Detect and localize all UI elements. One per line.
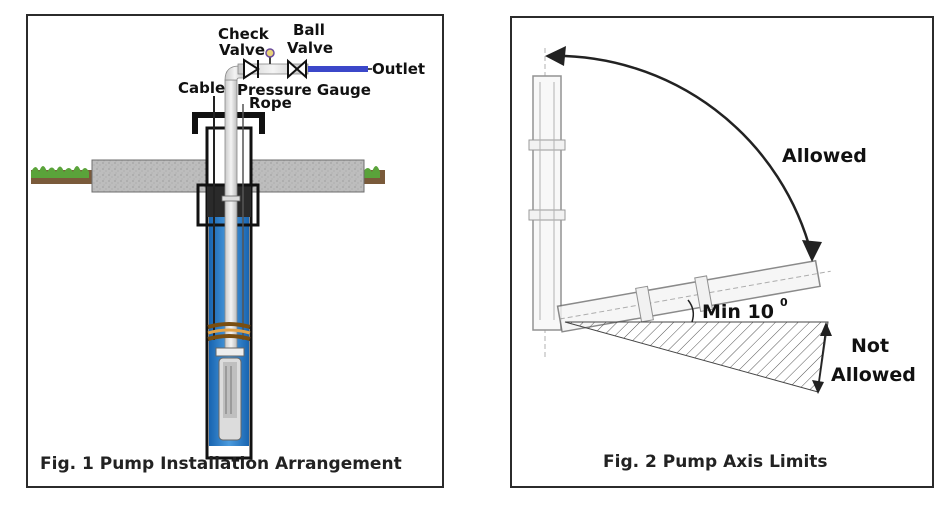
check-valve-icon xyxy=(243,58,260,80)
label-cable: Cable xyxy=(178,79,225,97)
label-outlet: Outlet xyxy=(372,60,425,78)
label-ball-1: Ball xyxy=(293,21,325,39)
fig1-caption: Fig. 1 Pump Installation Arrangement xyxy=(40,454,402,474)
fig2-caption: Fig. 2 Pump Axis Limits xyxy=(603,452,828,472)
label-not-allowed: Allowed xyxy=(831,364,916,386)
label-check-2: Valve xyxy=(219,41,265,59)
label-pressure-gauge: Pressure Gauge xyxy=(237,81,371,99)
label-not: Not xyxy=(851,335,889,357)
not-allowed-arrow-head-top-icon xyxy=(820,322,832,336)
label-allowed: Allowed xyxy=(782,145,867,167)
label-min-angle: Min 10 xyxy=(702,301,774,323)
discharge-line xyxy=(237,63,368,75)
submersible-pump xyxy=(215,347,245,441)
vertical-pump xyxy=(528,48,566,358)
arrow-head-bottom-icon xyxy=(802,240,822,262)
ball-valve-icon xyxy=(287,58,307,80)
not-allowed-arrow-head-bottom-icon xyxy=(812,380,824,394)
label-degree: 0 xyxy=(780,296,788,309)
inclined-pump xyxy=(556,259,831,333)
allowed-arc xyxy=(547,54,814,257)
label-check-1: Check xyxy=(218,25,270,43)
pressure-gauge-icon xyxy=(265,48,275,64)
label-ball-2: Valve xyxy=(287,39,333,57)
min-angle-arc xyxy=(687,299,695,323)
fig2-panel xyxy=(510,16,934,488)
arrow-head-top-icon xyxy=(545,46,566,66)
label-rope: Rope xyxy=(249,94,292,112)
not-allowed-zone xyxy=(564,321,829,393)
cable-ties xyxy=(207,322,251,341)
not-allowed-arrow xyxy=(817,327,827,389)
